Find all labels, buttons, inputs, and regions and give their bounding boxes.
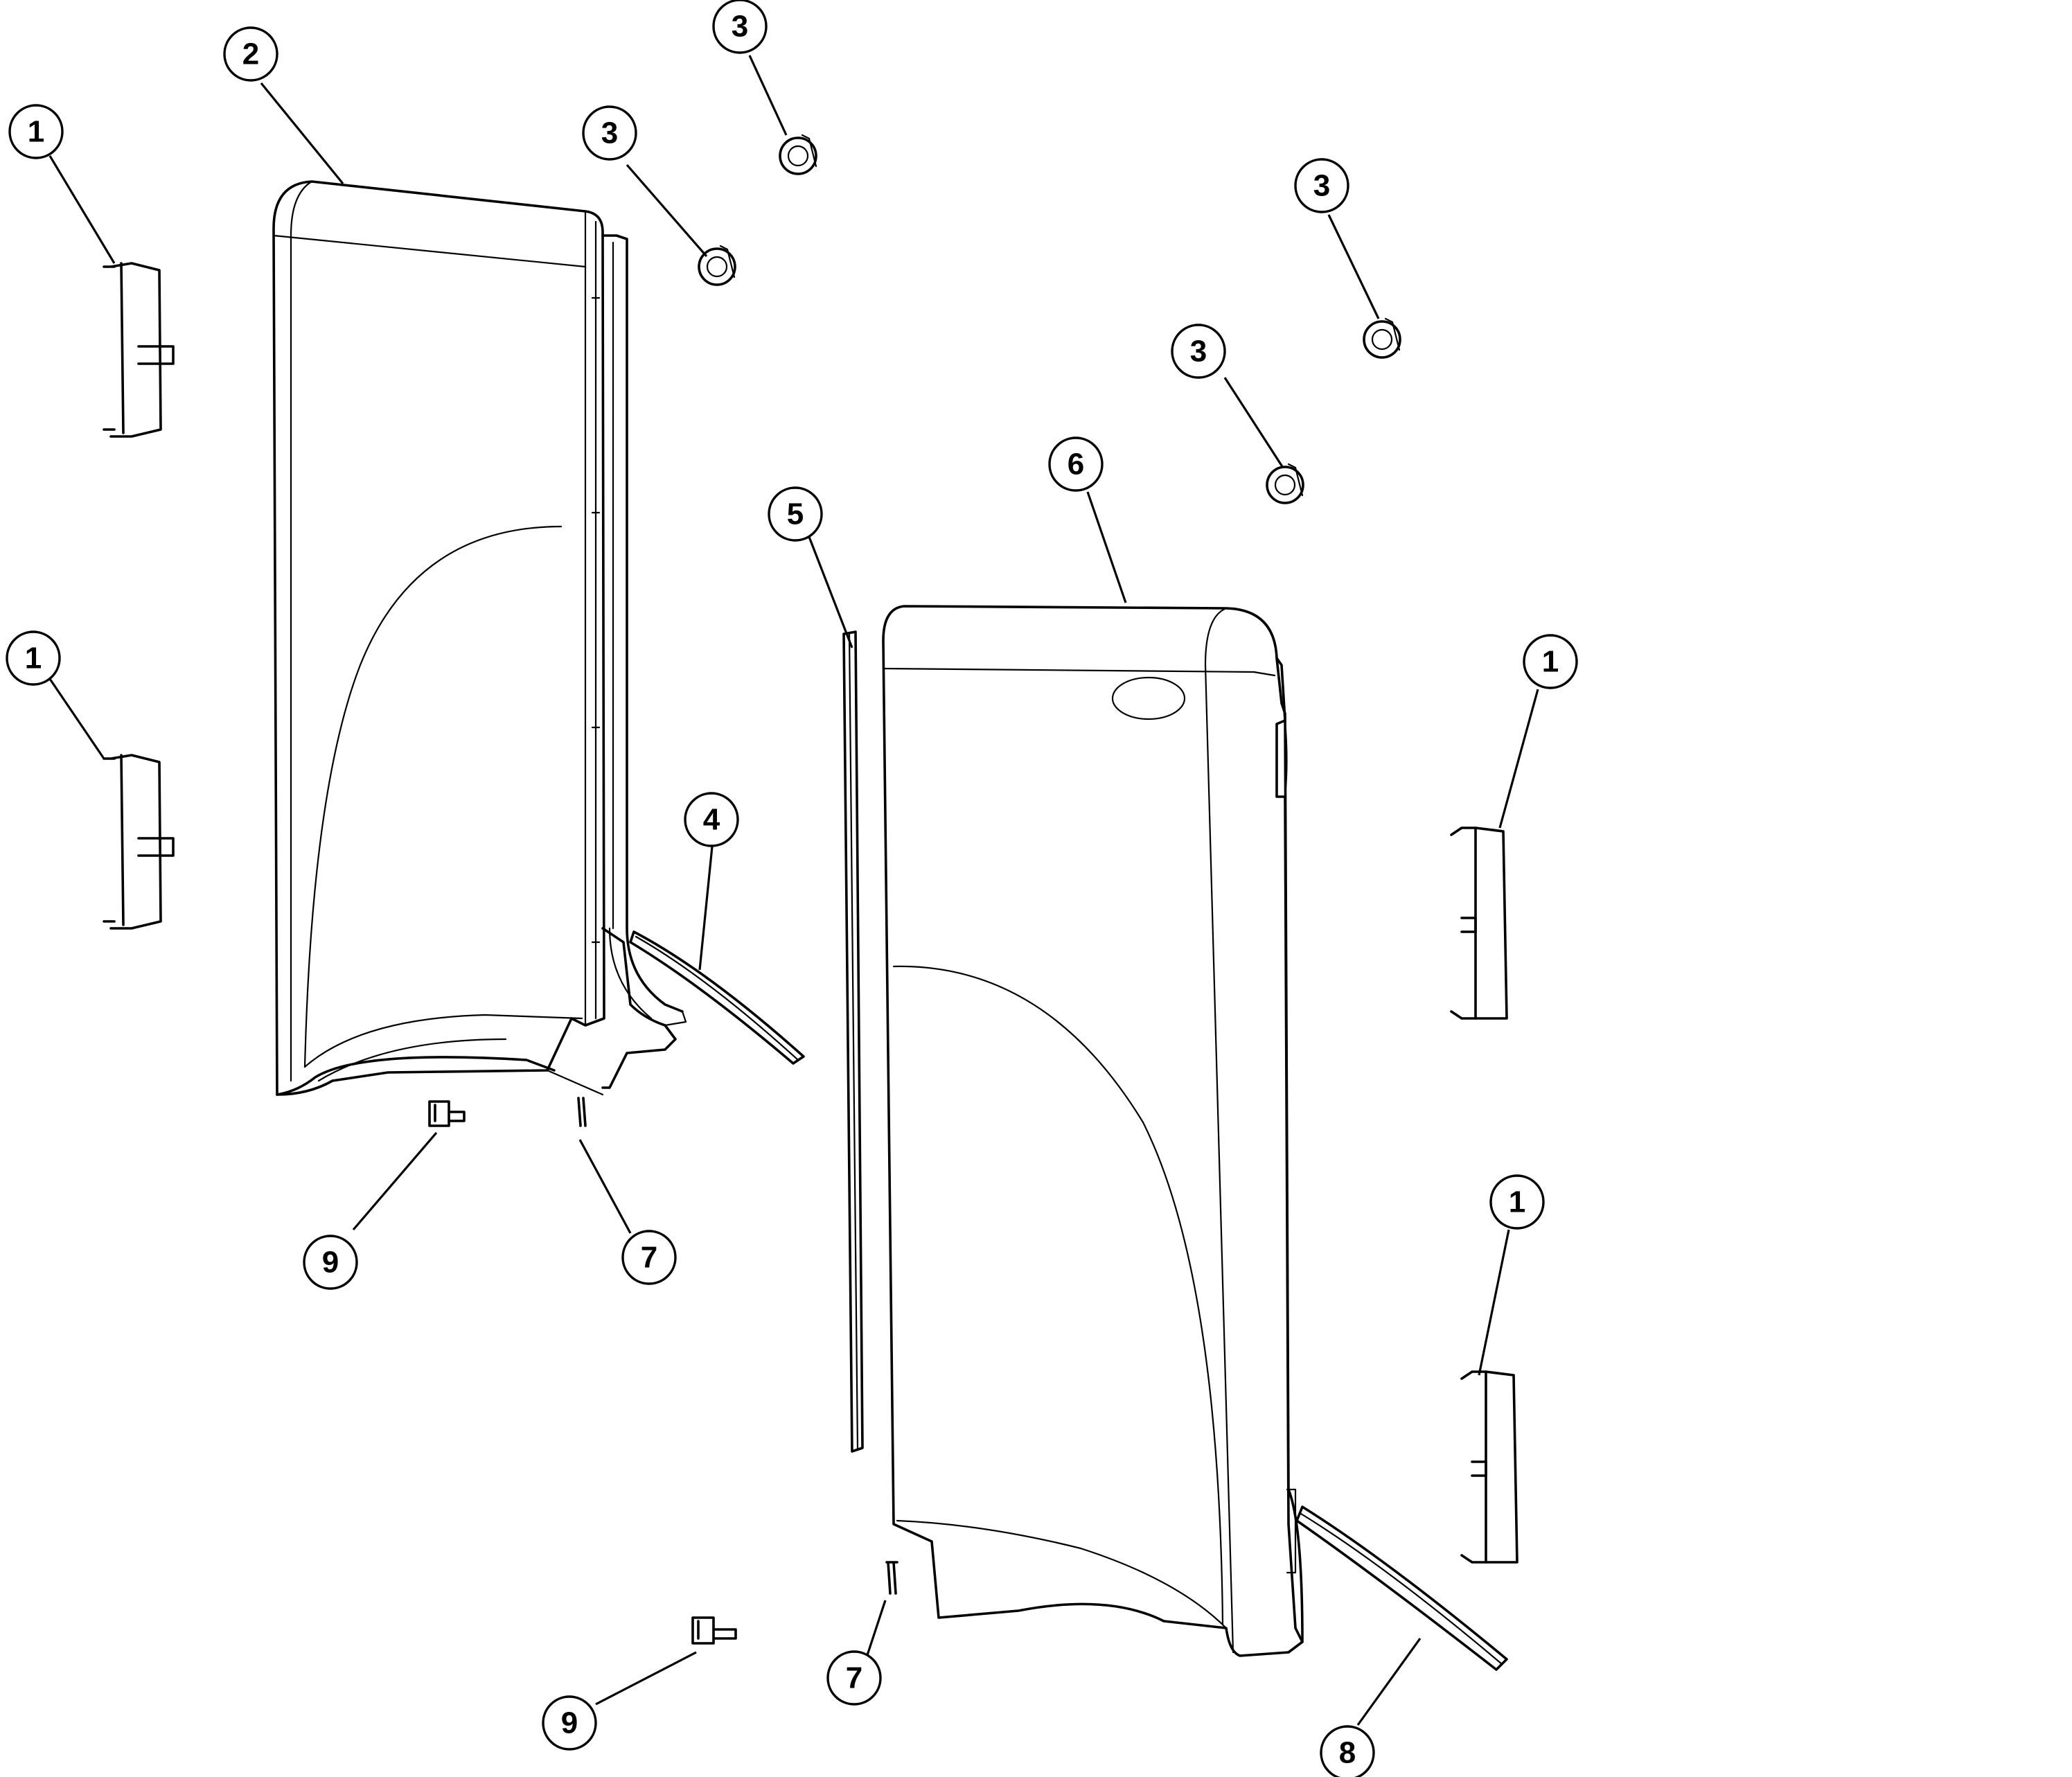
callout-label: 3 (1190, 335, 1207, 369)
callout-3b: 3 (582, 105, 637, 161)
callout-1c: 1 (1523, 634, 1578, 689)
callout-7a: 7 (621, 1230, 677, 1285)
callout-8: 8 (1320, 1725, 1375, 1777)
right-door-panel (882, 605, 1304, 1657)
handle-clip-1a (103, 262, 175, 438)
callout-label: 1 (1542, 645, 1559, 679)
handle-clip-1b (103, 754, 175, 930)
seal-strip-5 (842, 630, 864, 1453)
callout-9a: 9 (303, 1235, 358, 1290)
callout-label: 3 (732, 10, 748, 44)
callout-5: 5 (768, 486, 823, 542)
callout-label: 1 (28, 115, 44, 149)
callout-label: 5 (787, 497, 804, 531)
gasket-strip-4 (629, 930, 805, 1065)
callout-7b: 7 (826, 1650, 882, 1706)
screw-7a (577, 1097, 587, 1127)
bracket-clip-9a (428, 1100, 466, 1127)
callout-1a: 1 (8, 104, 64, 159)
callout-1d: 1 (1489, 1174, 1545, 1230)
callout-label: 9 (561, 1706, 578, 1740)
callout-1b: 1 (6, 630, 61, 686)
callout-label: 3 (601, 116, 618, 150)
callout-label: 8 (1339, 1736, 1356, 1770)
handle-clip-1c (1450, 826, 1508, 1020)
screw-7b (885, 1561, 898, 1595)
callout-label: 7 (641, 1241, 657, 1275)
left-door-panel (272, 180, 687, 1096)
callout-9b: 9 (542, 1695, 597, 1751)
gasket-strip-8 (1295, 1505, 1508, 1671)
hinge-cap-3d (1266, 463, 1304, 504)
handle-clip-1d (1460, 1370, 1518, 1564)
callout-4: 4 (684, 792, 739, 847)
callout-label: 2 (242, 37, 259, 71)
callout-3d: 3 (1171, 324, 1226, 379)
bracket-clip-9b (691, 1616, 737, 1645)
callout-label: 1 (25, 642, 42, 675)
leader-lines (48, 55, 1539, 1726)
hinge-cap-3a (698, 245, 736, 286)
callout-label: 7 (846, 1661, 862, 1695)
callout-3a: 3 (712, 0, 768, 54)
hinge-cap-3b (779, 134, 817, 175)
callout-2: 2 (223, 26, 278, 82)
callout-label: 6 (1068, 448, 1084, 481)
callout-label: 9 (322, 1246, 339, 1280)
hinge-cap-3c (1363, 317, 1401, 359)
callout-label: 4 (703, 803, 720, 837)
callout-3c: 3 (1294, 158, 1349, 213)
callout-label: 1 (1509, 1185, 1525, 1219)
callout-6: 6 (1048, 436, 1104, 492)
callout-label: 3 (1313, 169, 1330, 203)
